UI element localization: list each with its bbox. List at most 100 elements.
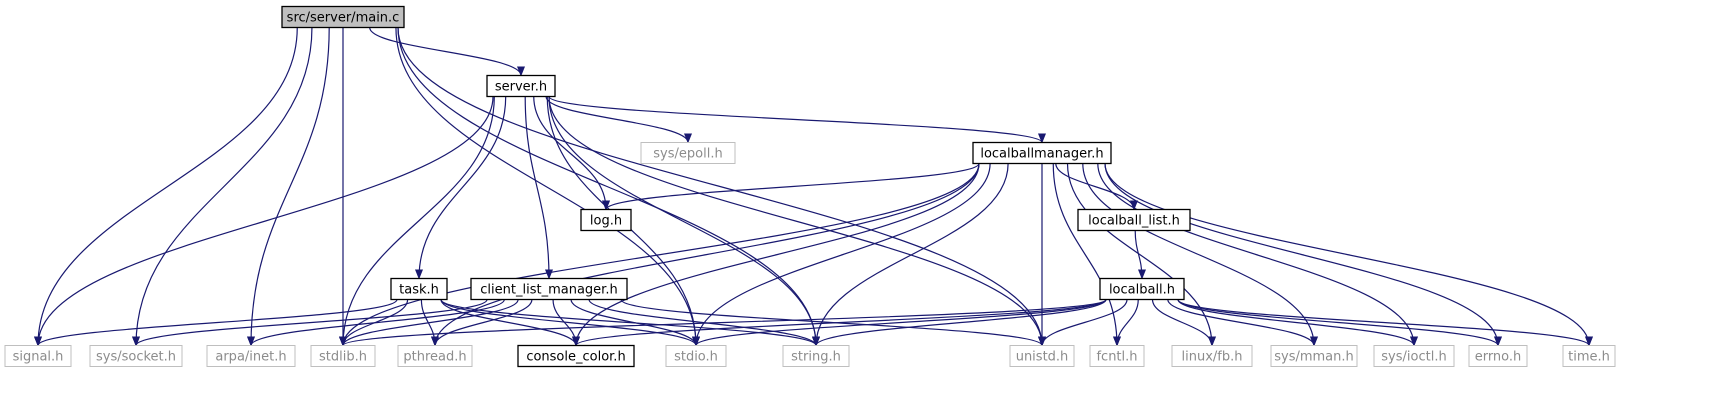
- edge-server-h-to-signal-h: [34, 96, 494, 347]
- edge-server-h-to-task-h: [415, 96, 507, 280]
- node-unistd-h: unistd.h: [1009, 345, 1075, 367]
- node-label-signal-h: signal.h: [13, 350, 64, 365]
- edge-main-c-to-server-h: [369, 27, 525, 77]
- edge-localball-h-to-fcntl-h: [1113, 299, 1139, 347]
- node-log-h[interactable]: log.h: [580, 208, 632, 232]
- node-box-sys-socket-h: [89, 345, 183, 367]
- node-localball-list-h[interactable]: localball_list.h: [1077, 208, 1191, 232]
- node-box-sys-mman-h: [1270, 345, 1358, 367]
- node-label-sys-ioctl-h: sys/ioctl.h: [1381, 350, 1446, 365]
- edge-task-h-to-string-h: [440, 298, 820, 347]
- edge-server-h-to-string-h: [548, 96, 820, 347]
- edge-localballmanager-h-to-linux-fb-h: [1066, 163, 1216, 347]
- edge-localballmanager-h-to-errno-h: [1104, 163, 1502, 347]
- node-box-client-list-manager-h: [470, 277, 628, 301]
- node-label-localball-h: localball.h: [1109, 283, 1175, 298]
- edge-localball-list-h-to-localball-h: [1134, 230, 1146, 280]
- node-label-localballmanager-h: localballmanager.h: [980, 147, 1103, 162]
- node-pthread-h: pthread.h: [397, 345, 473, 367]
- edge-localball-h-to-stdio-h: [692, 298, 1107, 347]
- node-label-stdlib-h: stdlib.h: [319, 350, 367, 365]
- node-label-client-list-manager-h: client_list_manager.h: [480, 283, 617, 298]
- node-main-c[interactable]: src/server/main.c: [281, 5, 405, 29]
- edge-localball-h-to-time-h: [1177, 298, 1593, 347]
- edge-localballmanager-h-to-localball-list-h: [1055, 163, 1138, 211]
- node-stdio-h: stdio.h: [665, 345, 727, 367]
- node-label-main-c: src/server/main.c: [287, 11, 400, 26]
- node-sys-ioctl-h: sys/ioctl.h: [1373, 345, 1455, 367]
- node-label-linux-fb-h: linux/fb.h: [1182, 350, 1243, 365]
- node-box-sys-ioctl-h: [1373, 345, 1455, 367]
- edge-localball-h-to-stdlib-h: [339, 298, 1107, 347]
- edge-client-list-manager-h-to-stdio-h: [570, 299, 700, 347]
- node-box-errno-h: [1468, 345, 1528, 367]
- node-task-h[interactable]: task.h: [390, 277, 448, 301]
- node-box-sys-epoll-h: [640, 142, 736, 164]
- node-errno-h: errno.h: [1468, 345, 1528, 367]
- node-box-main-c: [281, 5, 405, 29]
- node-localballmanager-h[interactable]: localballmanager.h: [972, 141, 1112, 165]
- edges-layer: [34, 27, 1593, 347]
- node-box-string-h: [782, 345, 850, 367]
- edge-task-h-to-signal-h: [34, 298, 398, 347]
- node-linux-fb-h: linux/fb.h: [1171, 345, 1253, 367]
- node-signal-h: signal.h: [4, 345, 72, 367]
- node-stdlib-h: stdlib.h: [310, 345, 376, 367]
- edge-client-list-manager-h-to-stdlib-h: [339, 299, 519, 347]
- edge-main-c-to-stdio-h: [395, 27, 700, 347]
- node-box-fcntl-h: [1089, 345, 1145, 367]
- edge-localballmanager-h-to-stdio-h: [692, 163, 991, 347]
- node-console-color-h[interactable]: console_color.h: [517, 344, 635, 368]
- node-time-h: time.h: [1562, 345, 1616, 367]
- edge-server-h-to-sys-epoll-h: [545, 96, 692, 144]
- edge-client-list-manager-h-to-pthread-h: [431, 299, 533, 347]
- node-label-stdio-h: stdio.h: [674, 350, 718, 365]
- node-client-list-manager-h[interactable]: client_list_manager.h: [470, 277, 628, 301]
- node-box-localball-h: [1099, 277, 1185, 301]
- node-box-unistd-h: [1009, 345, 1075, 367]
- node-label-time-h: time.h: [1568, 350, 1610, 365]
- edge-localball-h-to-sys-ioctl-h: [1177, 299, 1418, 347]
- edge-localballmanager-h-to-log-h: [602, 162, 980, 211]
- edge-main-c-to-sys-socket-h: [132, 27, 313, 347]
- edge-client-list-manager-h-to-console-color-h: [552, 299, 580, 347]
- node-server-h[interactable]: server.h: [486, 74, 556, 98]
- node-box-localball-list-h: [1077, 208, 1191, 232]
- node-label-arpa-inet-h: arpa/inet.h: [215, 350, 286, 365]
- edge-task-h-to-stdio-h: [440, 299, 700, 347]
- node-box-stdlib-h: [310, 345, 376, 367]
- node-label-log-h: log.h: [590, 214, 622, 229]
- edge-main-c-to-signal-h: [34, 27, 298, 347]
- edge-task-h-to-console-color-h: [440, 299, 580, 347]
- node-box-arpa-inet-h: [206, 345, 296, 367]
- node-label-fcntl-h: fcntl.h: [1096, 350, 1137, 365]
- edge-localball-h-to-string-h: [812, 299, 1107, 347]
- node-label-sys-socket-h: sys/socket.h: [96, 350, 176, 365]
- node-localball-h[interactable]: localball.h: [1099, 277, 1185, 301]
- edge-main-c-to-arpa-inet-h: [247, 27, 330, 347]
- node-box-task-h: [390, 277, 448, 301]
- node-box-time-h: [1562, 345, 1616, 367]
- edge-localballmanager-h-to-pthread-h: [431, 163, 980, 347]
- edge-localball-h-to-sys-mman-h: [1167, 299, 1318, 347]
- node-arpa-inet-h: arpa/inet.h: [206, 345, 296, 367]
- node-box-log-h: [580, 208, 632, 232]
- node-label-server-h: server.h: [495, 80, 547, 95]
- node-label-localball-list-h: localball_list.h: [1088, 214, 1180, 229]
- node-label-unistd-h: unistd.h: [1016, 350, 1069, 365]
- node-box-linux-fb-h: [1171, 345, 1253, 367]
- node-sys-socket-h: sys/socket.h: [89, 345, 183, 367]
- edge-server-h-to-log-h: [533, 96, 610, 211]
- edge-localballmanager-h-to-sys-mman-h: [1082, 163, 1318, 347]
- edge-localballmanager-h-to-sys-ioctl-h: [1097, 163, 1418, 347]
- edge-client-list-manager-h-to-string-h: [588, 299, 820, 347]
- node-label-errno-h: errno.h: [1475, 350, 1522, 365]
- node-label-sys-mman-h: sys/mman.h: [1274, 350, 1354, 365]
- edge-client-list-manager-h-to-unistd-h: [620, 298, 1046, 347]
- node-box-localballmanager-h: [972, 141, 1112, 165]
- edge-localballmanager-h-to-time-h: [1104, 163, 1593, 347]
- node-string-h: string.h: [782, 345, 850, 367]
- node-label-pthread-h: pthread.h: [403, 350, 466, 365]
- node-box-signal-h: [4, 345, 72, 367]
